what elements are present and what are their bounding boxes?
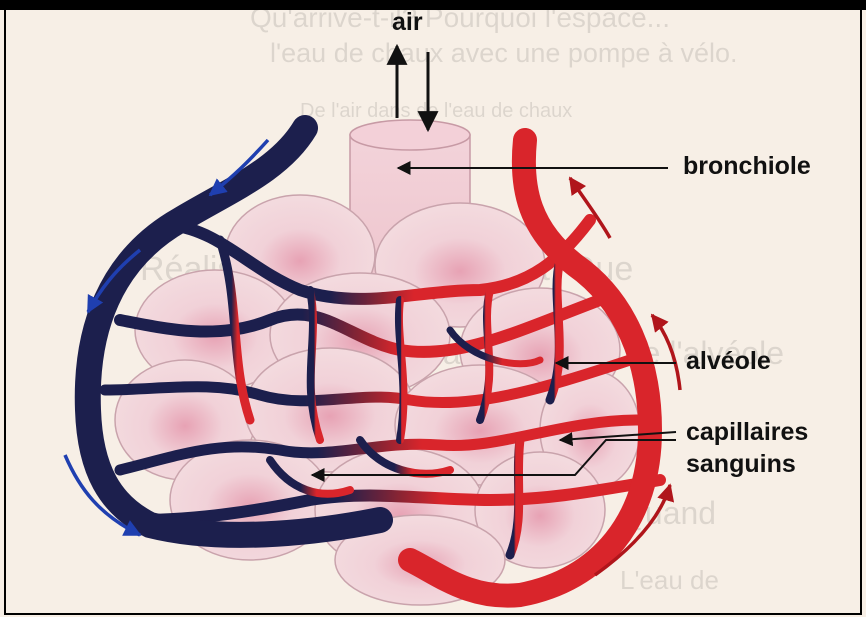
label-bronchiole: bronchiole (683, 152, 811, 181)
label-sanguins: sanguins (686, 450, 796, 479)
label-alveole: alvéole (686, 347, 771, 376)
label-air: air (392, 8, 423, 37)
label-capillaires: capillaires (686, 418, 808, 447)
